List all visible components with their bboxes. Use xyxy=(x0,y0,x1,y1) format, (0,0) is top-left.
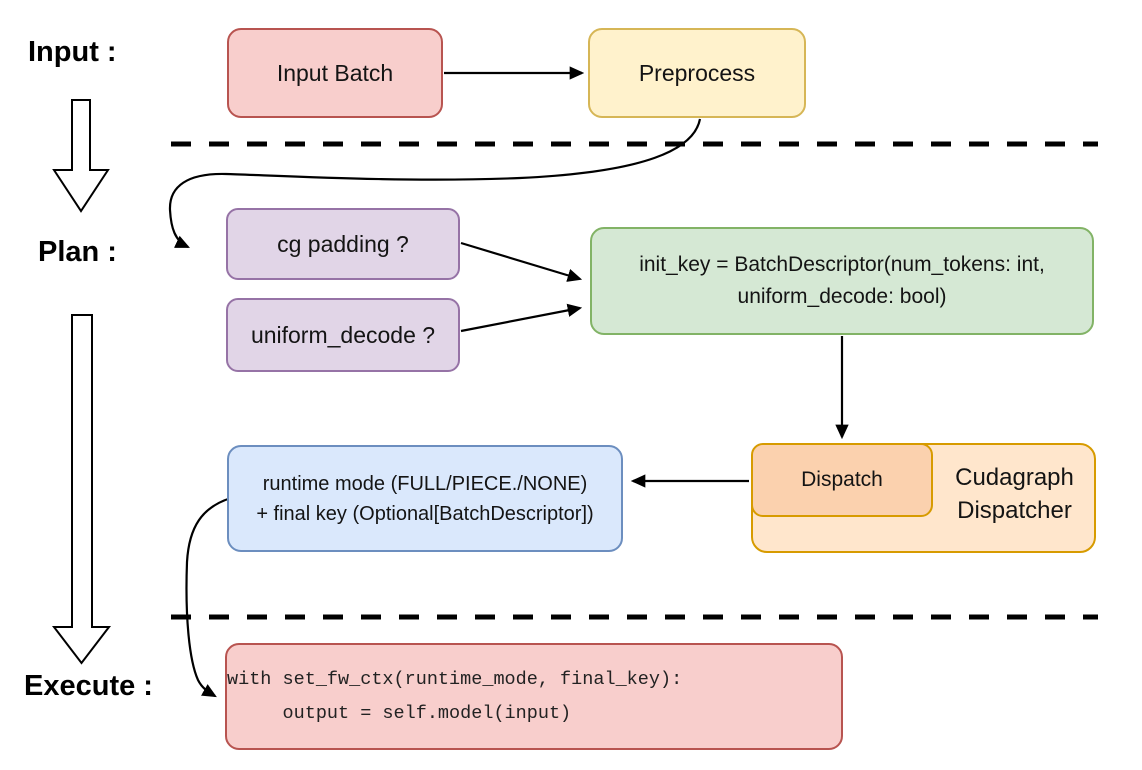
arrow-preprocess-to-cgpadding xyxy=(168,118,702,248)
code-line2: output = self.model(input) xyxy=(227,702,572,724)
stage-label-plan: Plan : xyxy=(38,236,117,268)
stage-label-input: Input : xyxy=(28,36,117,68)
node-dispatch: Dispatch xyxy=(751,443,933,517)
arrow-uniformdecode-to-initkey xyxy=(460,303,583,333)
dispatcher-line1: Cudagraph xyxy=(955,464,1074,491)
node-preprocess: Preprocess xyxy=(588,28,806,118)
node-runtime-mode: runtime mode (FULL/PIECE./NONE) + final … xyxy=(227,445,623,552)
code-line1: with set_fw_ctx(runtime_mode, final_key)… xyxy=(227,668,683,690)
cudagraph-dispatcher-label: Cudagraph Dispatcher xyxy=(933,445,1096,543)
node-cg-padding: cg padding ? xyxy=(226,208,460,280)
node-input-batch: Input Batch xyxy=(227,28,443,118)
arrow-runtimemode-to-execute xyxy=(185,496,232,698)
runtime-line2: + final key (Optional[BatchDescriptor]) xyxy=(256,502,594,525)
dispatcher-line2: Dispatcher xyxy=(957,497,1072,524)
arrow-cgpadding-to-initkey xyxy=(460,241,583,282)
input-to-plan-hollow-arrow xyxy=(52,99,110,213)
init-key-line2: uniform_decode: bool) xyxy=(737,285,947,308)
node-init-key: init_key = BatchDescriptor(num_tokens: i… xyxy=(590,227,1094,335)
node-uniform-decode: uniform_decode ? xyxy=(226,298,460,372)
runtime-line1: runtime mode (FULL/PIECE./NONE) xyxy=(262,472,588,495)
init-key-line1: init_key = BatchDescriptor(num_tokens: i… xyxy=(639,253,1045,276)
plan-to-execute-hollow-arrow xyxy=(51,314,112,665)
stage-label-execute: Execute : xyxy=(24,670,153,702)
node-execute-code: with set_fw_ctx(runtime_mode, final_key)… xyxy=(225,643,843,750)
